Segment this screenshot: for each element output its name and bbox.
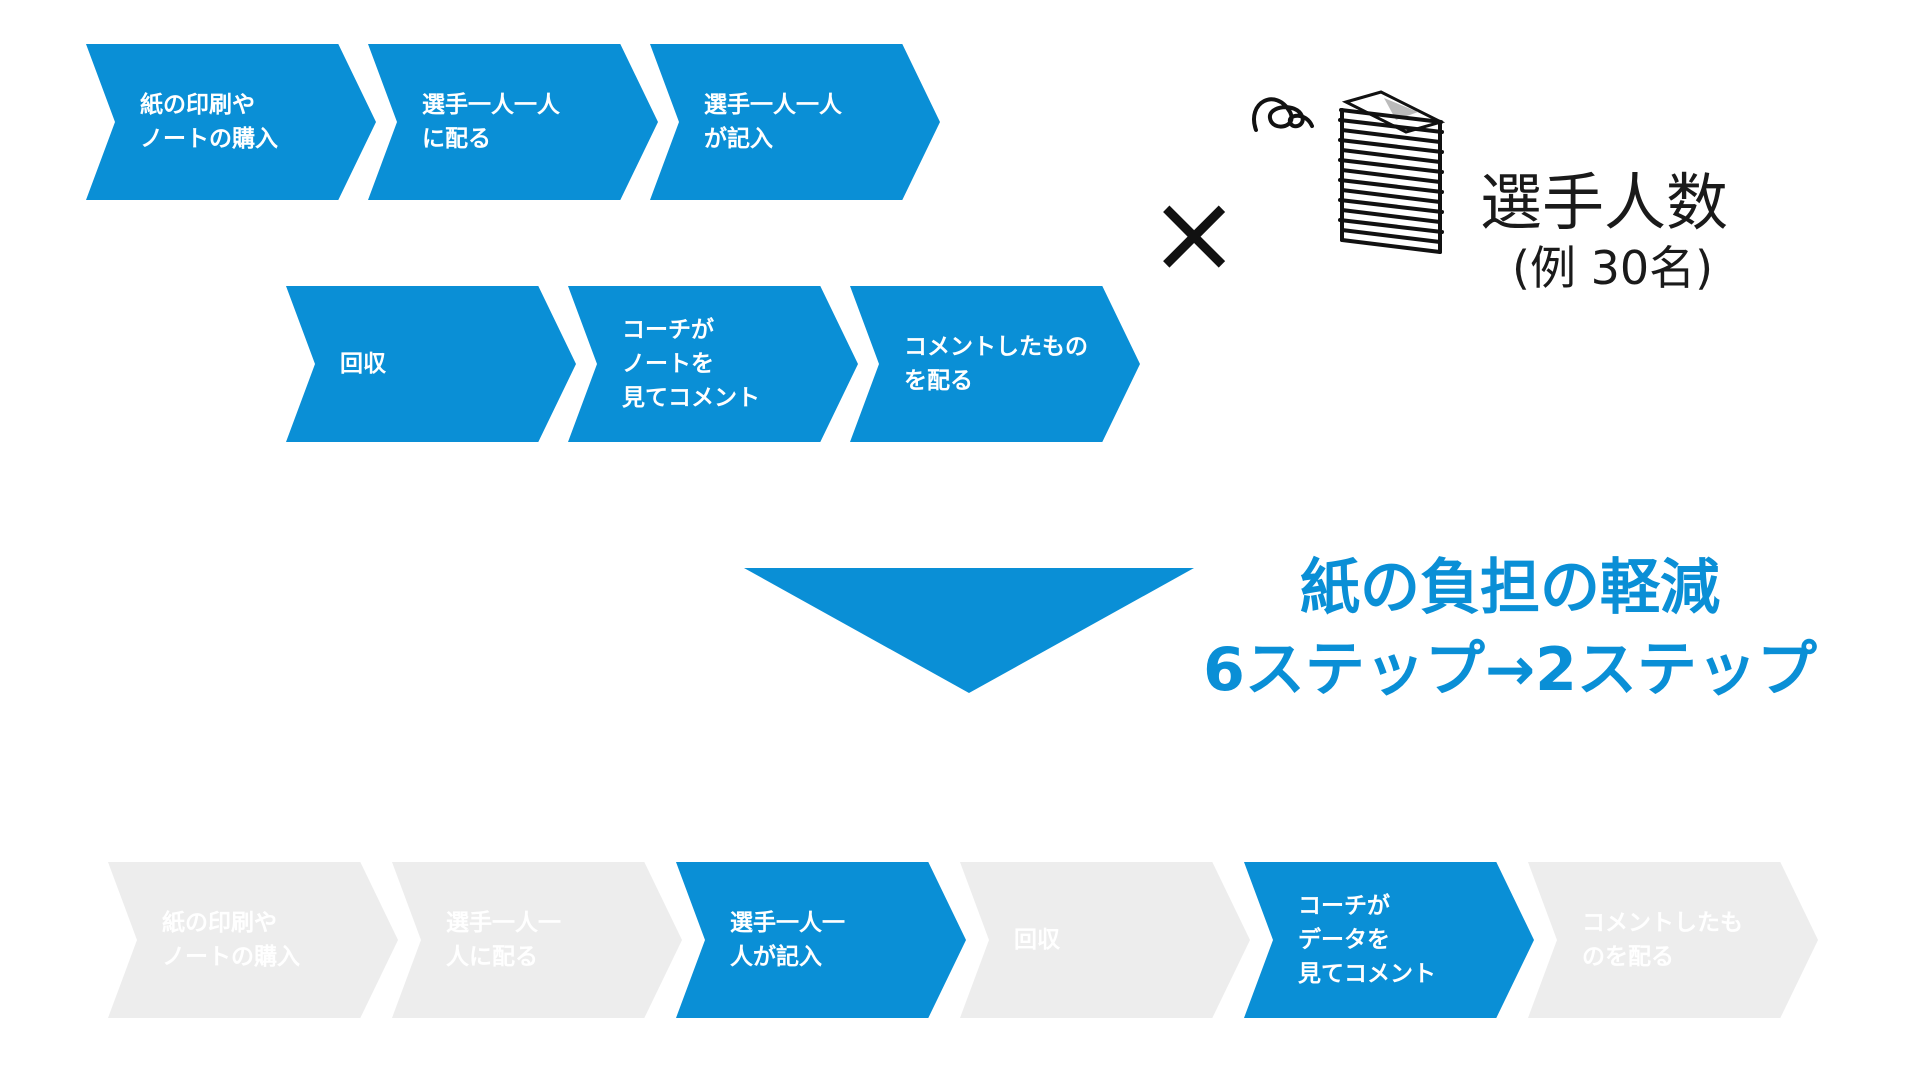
result-line-2: 6ステップ→2ステップ [1203, 635, 1817, 705]
step-collect: 回収 [286, 286, 576, 442]
result-headline: 紙の負担の軽減 6ステップ→2ステップ [1110, 548, 1910, 712]
step-coach-comment: コーチが ノートを 見てコメント [568, 286, 858, 442]
step-label: 選手一人一 人に配る [446, 910, 561, 970]
new-step-distribute: 選手一人一 人に配る [392, 862, 682, 1018]
new-step-collect: 回収 [960, 862, 1250, 1018]
new-step-fill-in: 選手一人一 人が記入 [676, 862, 966, 1018]
down-triangle-icon [744, 568, 1194, 702]
player-count-example: (例 30名) [1512, 241, 1714, 295]
new-step-return: コメントしたも のを配る [1528, 862, 1818, 1018]
step-label: 回収 [1014, 927, 1060, 953]
step-label: 紙の印刷や ノートの購入 [162, 910, 300, 970]
multiply-symbol: × [1148, 169, 1241, 297]
step-print-purchase: 紙の印刷や ノートの購入 [86, 44, 376, 200]
step-distribute: 選手一人一人 に配る [368, 44, 658, 200]
new-step-print-purchase: 紙の印刷や ノートの購入 [108, 862, 398, 1018]
step-label: コーチが データを 見てコメント [1298, 893, 1436, 987]
step-label: 選手一人一人 が記入 [704, 92, 842, 152]
step-fill-in: 選手一人一人 が記入 [650, 44, 940, 200]
step-label: 選手一人一人 に配る [422, 92, 560, 152]
paper-stack-icon [1236, 82, 1456, 266]
step-label: 紙の印刷や ノートの購入 [140, 92, 278, 152]
step-label: コメントしたも のを配る [1582, 910, 1743, 970]
result-line-1: 紙の負担の軽減 [1300, 553, 1720, 623]
step-label: 選手一人一 人が記入 [730, 910, 845, 970]
step-label: 回収 [340, 351, 386, 377]
step-label: コメントしたもの を配る [904, 334, 1088, 394]
new-step-coach-comment: コーチが データを 見てコメント [1244, 862, 1534, 1018]
step-return: コメントしたもの を配る [850, 286, 1140, 442]
step-label: コーチが ノートを 見てコメント [622, 317, 760, 411]
player-count-label: 選手人数 [1480, 166, 1729, 239]
